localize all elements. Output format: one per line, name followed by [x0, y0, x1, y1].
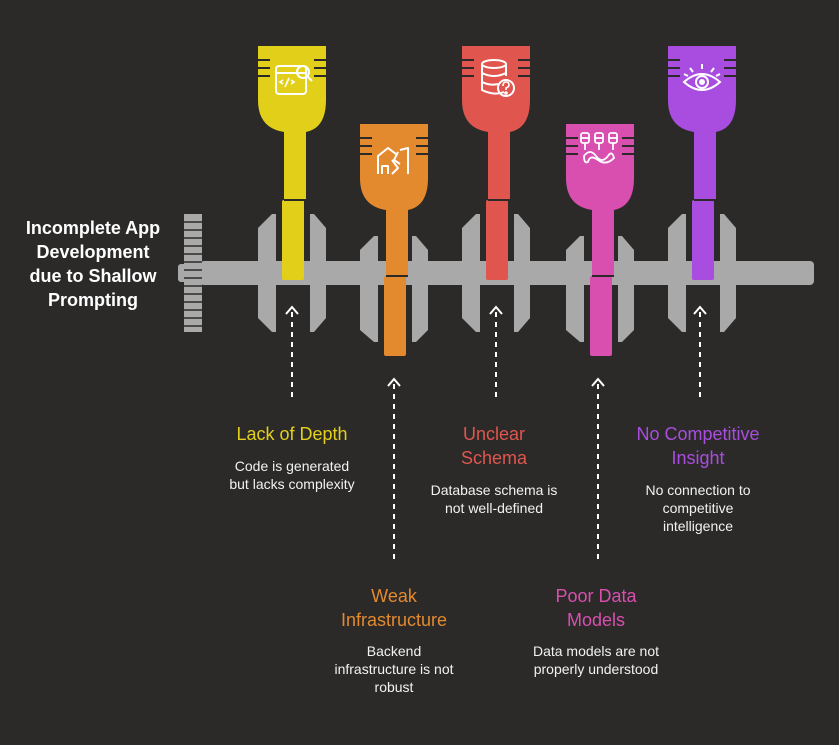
issue-label-weak-infrastructure: Weak Infrastructure — [340, 586, 448, 630]
issue-label-no-competitive-insight: No Competitive Insight — [636, 424, 760, 468]
issue-desc-weak-infrastructure: Backend infrastructure is not robust — [334, 643, 454, 695]
connector-arrows — [285, 305, 707, 560]
piston-weak-infrastructure — [360, 124, 428, 356]
issue-label-lack-of-depth: Lack of Depth — [236, 424, 348, 444]
flywheel-gear — [178, 214, 204, 332]
eye-insight-icon — [682, 64, 722, 91]
tangled-data-icon — [580, 132, 618, 164]
issue-label-poor-data-models: Poor Data Models — [555, 586, 637, 630]
crank-webs — [258, 214, 736, 342]
issue-desc-lack-of-depth: Code is generated but lacks complexity — [229, 458, 355, 492]
issue-desc-unclear-schema: Database schema is not well-defined — [430, 482, 558, 516]
broken-building-icon — [377, 147, 409, 175]
piston-lack-of-depth — [258, 46, 326, 280]
piston-no-competitive-insight — [668, 46, 736, 280]
diagram-title: Incomplete App Development due to Shallo… — [25, 218, 161, 310]
code-search-icon — [275, 65, 313, 95]
piston-unclear-schema — [462, 46, 530, 280]
issue-desc-poor-data-models: Data models are not properly understood — [532, 643, 660, 677]
database-question-icon — [481, 59, 515, 97]
piston-poor-data-models — [566, 124, 634, 356]
issue-desc-no-competitive-insight: No connection to competitive intelligenc… — [645, 482, 751, 534]
issue-label-unclear-schema: Unclear Schema — [460, 424, 528, 468]
